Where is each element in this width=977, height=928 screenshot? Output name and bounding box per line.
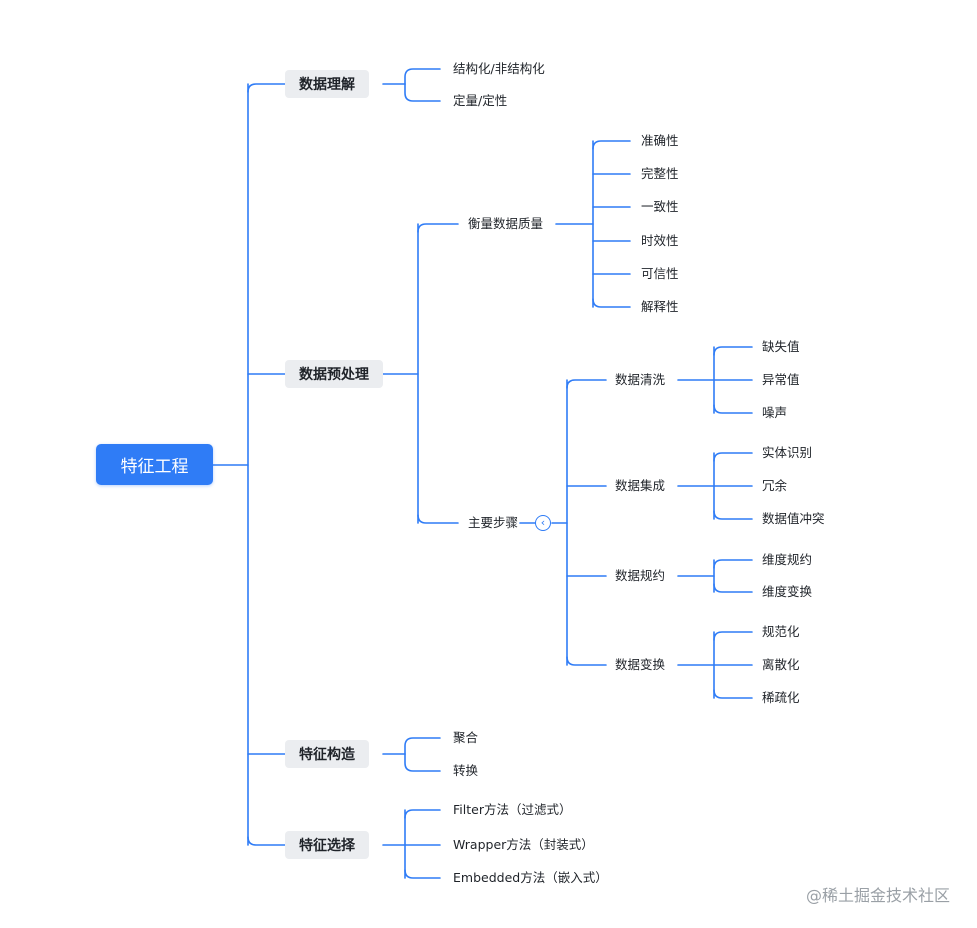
- node-dimension-transform[interactable]: 维度变换: [762, 584, 813, 599]
- node-wrapper-method[interactable]: Wrapper方法（封装式）: [453, 837, 594, 852]
- node-value-conflict[interactable]: 数据值冲突: [762, 511, 825, 526]
- site-watermark: @稀土掘金技术社区: [805, 886, 950, 905]
- node-credibility[interactable]: 可信性: [641, 266, 679, 281]
- node-structured[interactable]: 结构化/非结构化: [453, 61, 545, 76]
- node-data-cleaning[interactable]: 数据清洗: [615, 372, 666, 387]
- node-aggregation[interactable]: 聚合: [453, 730, 479, 745]
- node-missing-values[interactable]: 缺失值: [762, 339, 800, 354]
- node-filter-method[interactable]: Filter方法（过滤式）: [453, 802, 572, 817]
- node-data-reduction[interactable]: 数据规约: [615, 568, 666, 583]
- node-noise[interactable]: 噪声: [762, 405, 788, 420]
- node-conversion[interactable]: 转换: [453, 763, 479, 778]
- node-consistency[interactable]: 一致性: [641, 199, 679, 214]
- node-normalization[interactable]: 规范化: [762, 624, 800, 639]
- node-embedded-method[interactable]: Embedded方法（嵌入式）: [453, 870, 608, 885]
- node-data-transformation[interactable]: 数据变换: [615, 657, 666, 672]
- node-feature-construction[interactable]: 特征构造: [285, 740, 369, 768]
- node-dimension-reduction[interactable]: 维度规约: [762, 552, 813, 567]
- node-data-understanding[interactable]: 数据理解: [285, 70, 369, 98]
- node-outliers[interactable]: 异常值: [762, 372, 800, 387]
- node-quantitative[interactable]: 定量/定性: [453, 93, 508, 108]
- root-node[interactable]: 特征工程: [96, 444, 213, 485]
- node-entity-recognition[interactable]: 实体识别: [762, 445, 813, 460]
- node-data-integration[interactable]: 数据集成: [615, 478, 666, 493]
- node-sparsification[interactable]: 稀疏化: [762, 690, 800, 705]
- node-timeliness[interactable]: 时效性: [641, 233, 679, 248]
- node-data-preprocessing[interactable]: 数据预处理: [285, 360, 383, 388]
- node-measure-quality[interactable]: 衡量数据质量: [468, 216, 544, 231]
- node-interpretability[interactable]: 解释性: [641, 299, 679, 314]
- node-accuracy[interactable]: 准确性: [641, 133, 679, 148]
- node-main-steps[interactable]: 主要步骤: [468, 515, 519, 530]
- node-feature-selection[interactable]: 特征选择: [285, 831, 369, 859]
- collapse-toggle-icon[interactable]: ‹: [535, 515, 551, 531]
- node-redundancy[interactable]: 冗余: [762, 478, 788, 493]
- node-completeness[interactable]: 完整性: [641, 166, 679, 181]
- node-discretization[interactable]: 离散化: [762, 657, 800, 672]
